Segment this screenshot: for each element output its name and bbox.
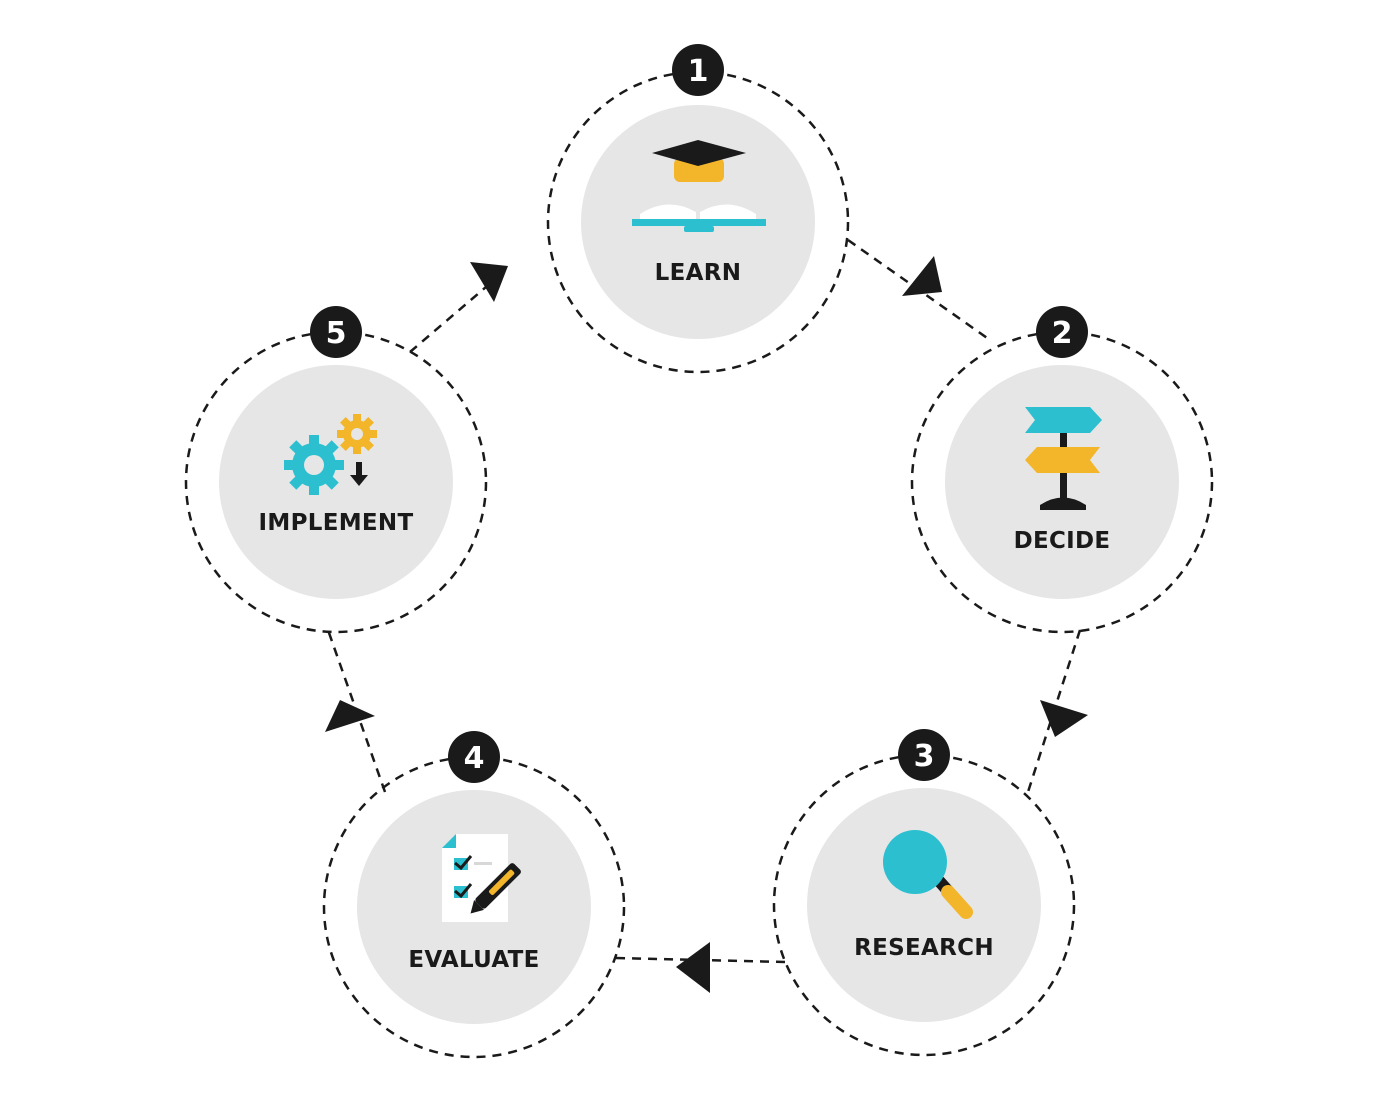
step-label: LEARN (655, 260, 742, 286)
step-number: 2 (1052, 316, 1073, 351)
arrowheads (325, 256, 1088, 993)
arrow-1-2 (902, 256, 942, 296)
checklist-pen-icon (442, 834, 521, 922)
step-evaluate: EVALUATE 4 (322, 731, 626, 1059)
step-label: EVALUATE (408, 947, 539, 973)
step-implement: IMPLEMENT 5 (184, 306, 488, 634)
step-label: RESEARCH (854, 935, 994, 961)
signpost-icon (1025, 407, 1102, 510)
magnifying-glass-icon (883, 830, 973, 919)
step-learn: LEARN 1 (546, 44, 850, 374)
arrow-3-4 (676, 942, 710, 993)
step-decide: DECIDE 2 (910, 306, 1214, 634)
number-badge (310, 306, 362, 358)
step-research: RESEARCH 3 (772, 729, 1076, 1057)
graduation-cap-book-icon (632, 140, 766, 232)
step-label: IMPLEMENT (259, 510, 414, 536)
gears-icon (284, 414, 377, 495)
arrow-2-3 (1040, 700, 1088, 737)
step-number: 1 (688, 54, 709, 89)
number-badge (1036, 306, 1088, 358)
step-number: 4 (464, 741, 485, 776)
number-badge (448, 731, 500, 783)
step-number: 5 (326, 316, 347, 351)
step-circle (807, 788, 1041, 1022)
step-number: 3 (914, 739, 935, 774)
arrow-5-1 (470, 262, 508, 302)
arrow-4-5 (325, 700, 375, 732)
number-badge (898, 729, 950, 781)
step-label: DECIDE (1014, 528, 1111, 554)
connector-5-1 (409, 274, 501, 353)
number-badge (672, 44, 724, 96)
